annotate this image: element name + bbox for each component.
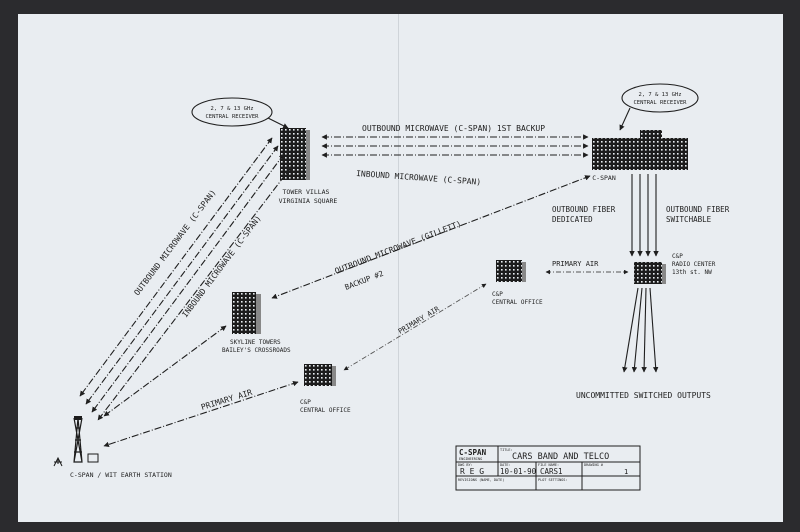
plot-settings-label: PLOT SETTINGS:: [538, 478, 568, 482]
file-value: CARS1: [540, 467, 563, 476]
receiver-left-callout: 2, 7 & 13 GHz CENTRAL RECEIVER: [191, 97, 289, 129]
radio-center-label-3: 13th st. NW: [672, 269, 712, 276]
receiver-right-line1: 2, 7 & 13 GHz: [638, 92, 681, 98]
drawing-title: CARS BAND AND TELCO: [512, 452, 609, 462]
fiber-dedicated-label-2: DEDICATED: [552, 215, 593, 224]
cspan-building: C-SPAN: [592, 130, 688, 182]
dwg-by-value: R E G: [460, 467, 484, 476]
inbound-label: INBOUND MICROWAVE (C-SPAN): [356, 169, 482, 187]
primary-air-low-label: PRIMARY AIR: [200, 388, 253, 412]
receiver-right-line2: CENTRAL RECEIVER: [634, 100, 688, 106]
title-label: TITLE:: [500, 448, 513, 452]
skyline-label-2: BAILEY'S CROSSROADS: [222, 347, 291, 354]
primary-air-top-label: PRIMARY AIR: [552, 260, 599, 268]
radio-center-label-1: C&P: [672, 253, 683, 260]
tower-to-earth-links: OUTBOUND MICROWAVE (C-SPAN) INBOUND MICR…: [79, 137, 293, 421]
fiber-links: OUTBOUND FIBER DEDICATED OUTBOUND FIBER …: [552, 174, 730, 257]
fiber-switch-label-1: OUTBOUND FIBER: [666, 205, 730, 214]
tower-villas-label-1: TOWER VILLAS: [283, 188, 330, 196]
tower-villas-label-2: VIRGINIA SQUARE: [279, 197, 338, 205]
date-label: DATE:: [500, 463, 511, 467]
co-upper-building: C&P CENTRAL OFFICE: [492, 260, 543, 306]
co-lower-label-1: C&P: [300, 399, 311, 406]
radio-center-label-2: RADIO CENTER: [672, 261, 716, 268]
primary-air-mid-label: PRIMARY AIR: [397, 305, 442, 336]
earth-station-tower: C-SPAN / WIT EARTH STATION: [53, 416, 172, 479]
co-upper-label-2: CENTRAL OFFICE: [492, 299, 543, 306]
date-value: 10-01-90: [500, 467, 537, 476]
earth-station-label: C-SPAN / WIT EARTH STATION: [70, 471, 172, 479]
backup2-label: BACKUP #2: [343, 269, 384, 292]
co-upper-label-1: C&P: [492, 291, 503, 298]
dwg-by-label: DWG BY:: [458, 463, 473, 467]
skyline-towers-building: SKYLINE TOWERS BAILEY'S CROSSROADS: [222, 292, 291, 354]
drawing-number-value: 1: [624, 468, 628, 476]
title-block-logo-sub: ENGINEERING: [459, 457, 482, 461]
outbound-gillett-label: OUTBOUND MICROWAVE (GILLETT): [333, 219, 462, 276]
primary-air-links: PRIMARY AIR PRIMARY AIR PRIMARY AIR: [103, 260, 629, 448]
receiver-left-line2: CENTRAL RECEIVER: [206, 114, 260, 120]
title-block: C-SPAN ENGINEERING TITLE: CARS BAND AND …: [455, 445, 641, 491]
cspan-label: C-SPAN: [592, 174, 616, 182]
co-lower-building: C&P CENTRAL OFFICE: [300, 364, 351, 414]
tower-cspan-links: OUTBOUND MICROWAVE (C-SPAN) 1ST BACKUP I…: [321, 124, 589, 187]
title-block-logo: C-SPAN: [459, 448, 487, 457]
outputs-label: UNCOMMITTED SWITCHED OUTPUTS: [576, 391, 711, 400]
file-label: FILE NAME:: [538, 463, 559, 467]
revisions-label: REVISIONS (NAME, DATE): [458, 478, 504, 482]
switched-outputs: UNCOMMITTED SWITCHED OUTPUTS: [576, 287, 711, 400]
fiber-dedicated-label-1: OUTBOUND FIBER: [552, 205, 616, 214]
receiver-right-callout: 2, 7 & 13 GHz CENTRAL RECEIVER: [619, 83, 699, 131]
drawing-number-label: DRAWING #: [584, 463, 604, 467]
radio-center-building: C&P RADIO CENTER 13th st. NW: [634, 253, 716, 284]
skyline-label-1: SKYLINE TOWERS: [230, 339, 281, 346]
tower-villas-building: TOWER VILLAS VIRGINIA SQUARE: [279, 128, 338, 205]
co-lower-label-2: CENTRAL OFFICE: [300, 407, 351, 414]
outbound-backup-label: OUTBOUND MICROWAVE (C-SPAN) 1ST BACKUP: [362, 124, 545, 133]
receiver-left-line1: 2, 7 & 13 GHz: [210, 106, 253, 112]
fiber-switch-label-2: SWITCHABLE: [666, 215, 712, 224]
